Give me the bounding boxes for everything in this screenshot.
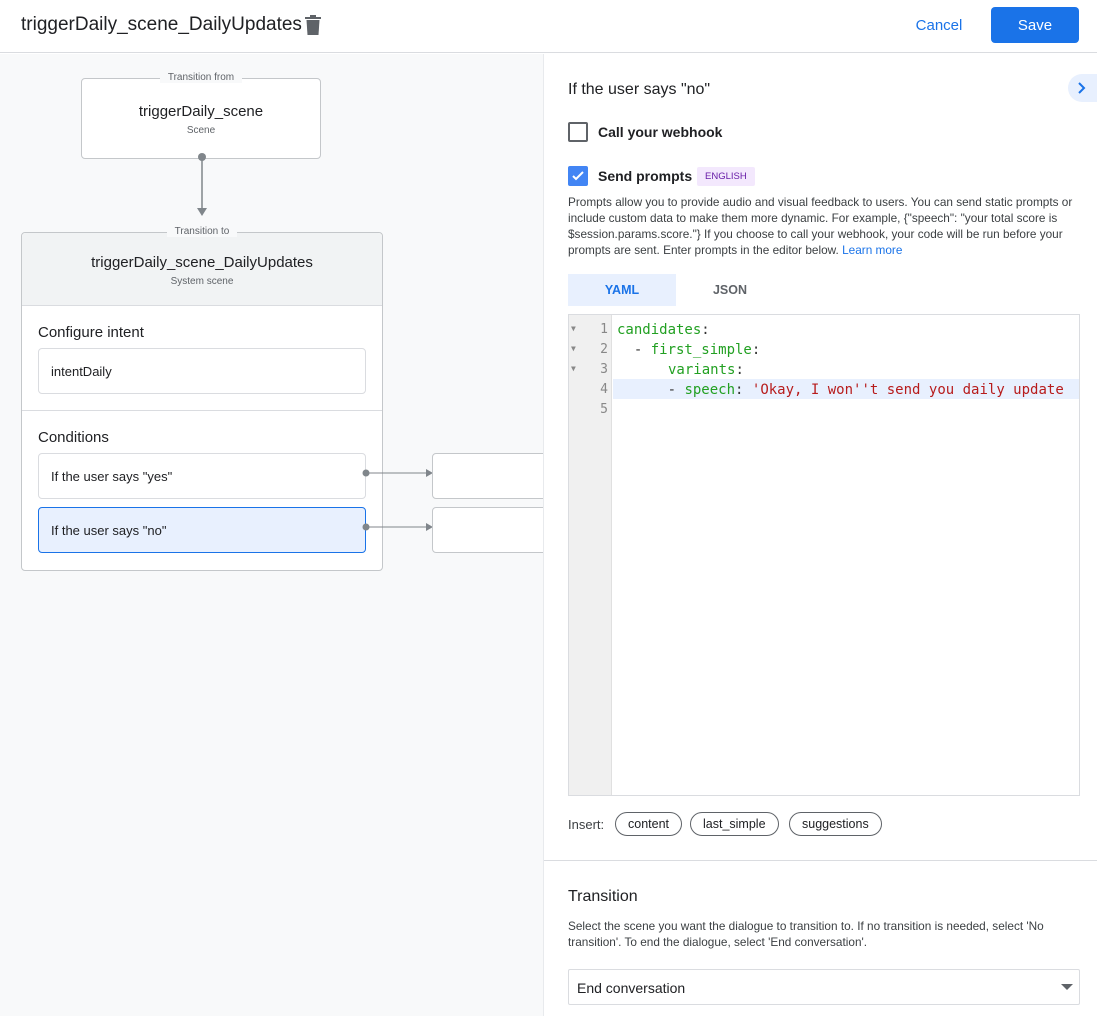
- line-number: 3: [600, 362, 608, 377]
- code-line: - first_simple:: [617, 342, 761, 358]
- transition-to-node: Transition to triggerDaily_scene_DailyUp…: [21, 226, 383, 571]
- transition-from-node[interactable]: Transition from triggerDaily_scene Scene: [81, 72, 321, 159]
- send-prompts-checkbox[interactable]: [568, 166, 588, 186]
- conditions-label: Conditions: [38, 429, 109, 446]
- scene-name: triggerDaily_scene_DailyUpdates: [91, 254, 313, 271]
- transition-heading: Transition: [568, 888, 638, 905]
- cancel-button[interactable]: Cancel: [900, 9, 978, 41]
- line-number: 4: [600, 382, 608, 397]
- selected-value: End conversation: [577, 980, 686, 996]
- scene-name: triggerDaily_scene: [138, 103, 264, 120]
- webhook-label: Call your webhook: [598, 124, 723, 140]
- language-badge: ENGLISH: [697, 167, 755, 186]
- active-line-highlight: [613, 379, 1079, 399]
- target-node-no[interactable]: [432, 507, 543, 553]
- code-line: - speech: 'Okay, I won''t send you daily…: [617, 382, 1064, 398]
- transition-description: Select the scene you want the dialogue t…: [568, 919, 1044, 949]
- scene-canvas: Transition from triggerDaily_scene Scene…: [0, 54, 543, 1016]
- transition-select[interactable]: End conversation: [568, 969, 1080, 1005]
- condition-yes[interactable]: If the user says "yes": [38, 453, 366, 499]
- line-number: 1: [600, 322, 608, 337]
- dropdown-arrow-icon: [1061, 984, 1073, 990]
- insert-label: Insert:: [568, 817, 605, 832]
- condition-no[interactable]: If the user says "no": [38, 507, 366, 553]
- insert-content-chip[interactable]: content: [615, 812, 683, 836]
- fold-icon[interactable]: ▼: [571, 364, 576, 373]
- code-line: variants:: [668, 362, 744, 378]
- connector-arrow: [197, 153, 207, 216]
- scene-type: Scene: [186, 125, 216, 136]
- webhook-checkbox[interactable]: [568, 122, 588, 142]
- code-editor[interactable]: ▼ 1 ▼ 2 ▼ 3 4 5 candidates: - first_simple:…: [568, 314, 1080, 796]
- configure-intent-label: Configure intent: [38, 324, 144, 341]
- collapse-panel-button[interactable]: [1068, 74, 1097, 102]
- intent-field[interactable]: intentDaily: [38, 348, 366, 394]
- prompts-description: Prompts allow you to provide audio and v…: [568, 194, 1083, 258]
- tab-json[interactable]: JSON: [712, 283, 748, 297]
- legend: Transition to: [166, 226, 238, 237]
- target-node-yes[interactable]: [432, 453, 543, 499]
- insert-last-simple-chip[interactable]: last_simple: [690, 812, 779, 836]
- divider: [544, 860, 1097, 861]
- line-number: 2: [600, 342, 608, 357]
- description-text: Prompts allow you to provide audio and v…: [568, 195, 1073, 257]
- page-title: triggerDaily_scene_DailyUpdates: [21, 14, 302, 35]
- panel-heading: If the user says "no": [568, 81, 711, 98]
- condition-panel: If the user says "no" Call your webhook …: [543, 54, 1097, 1016]
- learn-more-link[interactable]: Learn more: [842, 243, 903, 257]
- chevron-right-icon: [1078, 82, 1086, 94]
- header: triggerDaily_scene_DailyUpdates Cancel S…: [0, 0, 1097, 53]
- legend: Transition from: [159, 72, 243, 83]
- save-button[interactable]: Save: [991, 7, 1079, 43]
- insert-suggestions-chip[interactable]: suggestions: [789, 812, 882, 836]
- check-icon: [572, 171, 584, 181]
- scene-type: System scene: [170, 276, 234, 287]
- fold-icon[interactable]: ▼: [571, 324, 576, 333]
- code-line: candidates:: [617, 322, 710, 338]
- fold-icon[interactable]: ▼: [571, 344, 576, 353]
- delete-icon[interactable]: [305, 15, 321, 35]
- tab-yaml[interactable]: YAML: [568, 274, 676, 306]
- send-prompts-label: Send prompts: [598, 168, 693, 184]
- line-number: 5: [600, 402, 608, 417]
- editor-gutter: ▼ 1 ▼ 2 ▼ 3 4 5: [569, 315, 612, 795]
- condition-connectors: [362, 469, 433, 531]
